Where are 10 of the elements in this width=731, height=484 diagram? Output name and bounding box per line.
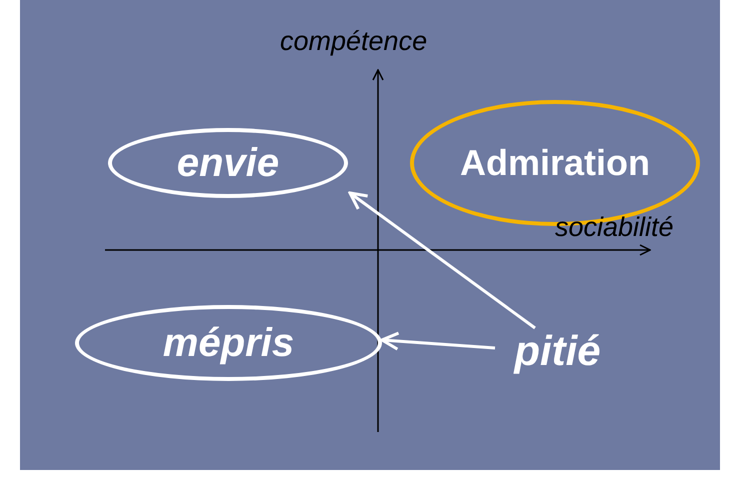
axis-label: compétence (280, 26, 428, 57)
node-text: Admiration (460, 142, 650, 184)
arrow (380, 332, 496, 351)
node-text: pitié (514, 327, 601, 375)
ellipse-node (108, 128, 348, 198)
axis-label: sociabilité (555, 212, 674, 243)
node-text: envie (176, 140, 280, 186)
node-text: mépris (162, 320, 294, 366)
ellipse-node (75, 305, 382, 381)
arrow (348, 192, 536, 330)
